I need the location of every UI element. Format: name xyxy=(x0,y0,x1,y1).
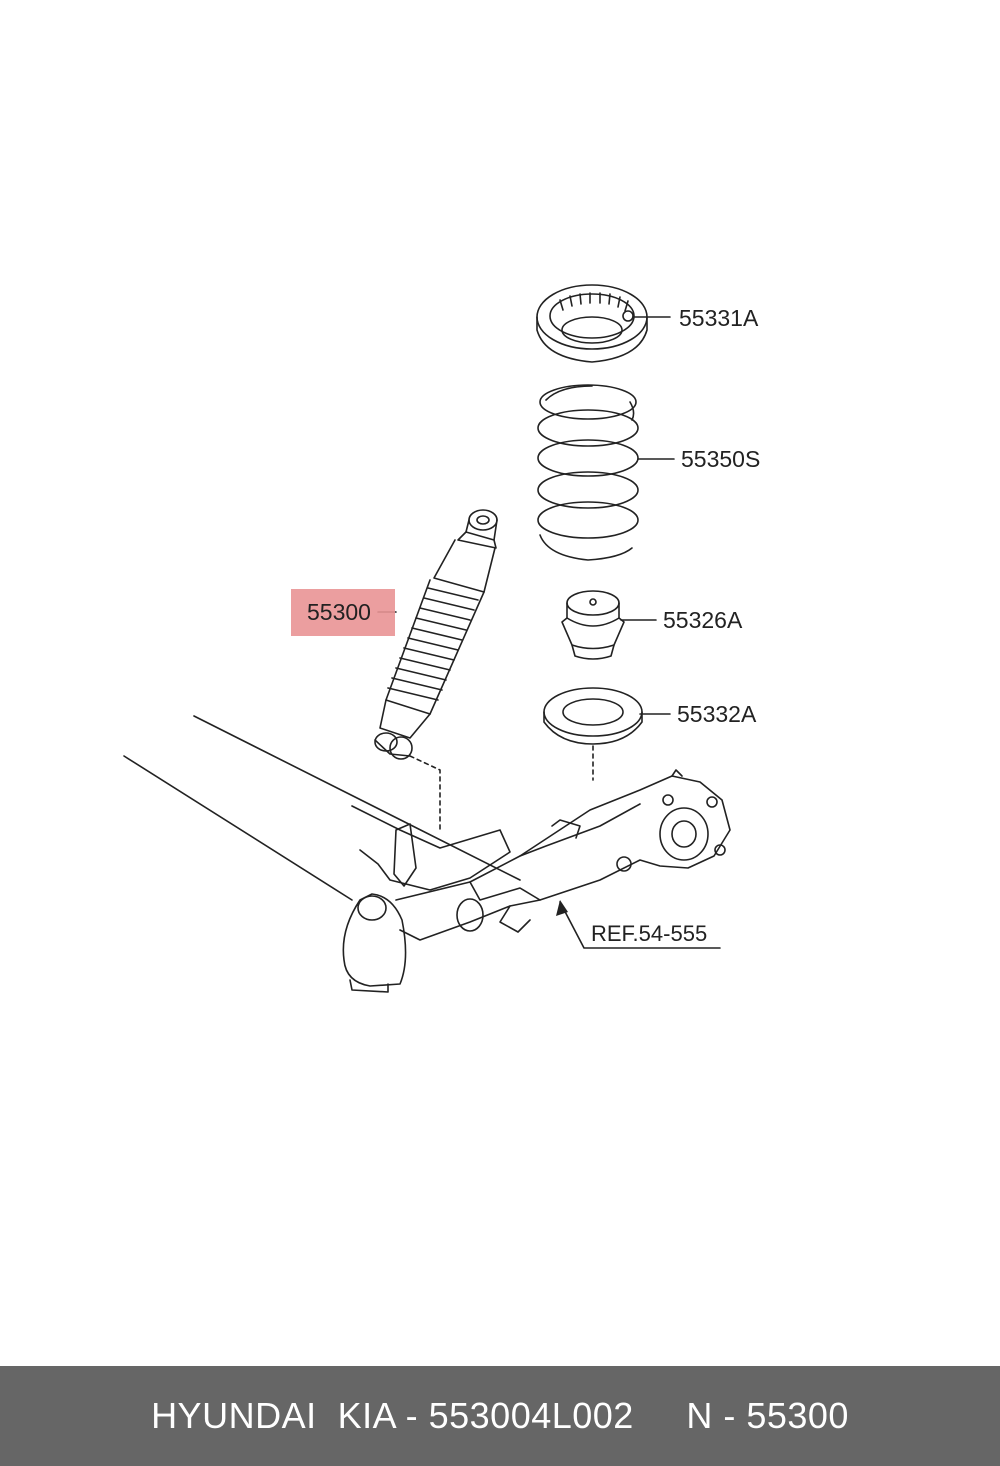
label-bump-stopper[interactable]: 55326A xyxy=(663,607,743,633)
footer-bar: HYUNDAI KIA - 553004L002 N - 55300 xyxy=(0,1366,1000,1466)
parts-diagram: 55331A 55350S 55300 55326A 55332A REF.54… xyxy=(123,284,760,993)
highlight-box xyxy=(291,589,395,636)
label-axle-reference[interactable]: REF.54-555 xyxy=(591,921,707,946)
label-top-mount[interactable]: 55331A xyxy=(679,305,759,331)
footer-part-numbers: HYUNDAI KIA - 553004L002 N - 55300 xyxy=(151,1395,849,1436)
leader-lines xyxy=(377,316,721,949)
label-coil-spring[interactable]: 55350S xyxy=(681,446,760,472)
reference-arrow-icon xyxy=(556,900,568,916)
coil-spring-part xyxy=(537,384,639,561)
shock-absorber-part xyxy=(374,509,498,831)
top-mount-part xyxy=(536,284,648,363)
label-shock-absorber[interactable]: 55300 xyxy=(307,599,371,625)
bump-stopper-part xyxy=(561,590,625,660)
label-lower-pad[interactable]: 55332A xyxy=(677,701,757,727)
rear-axle-part xyxy=(123,715,731,993)
lower-pad-part xyxy=(543,687,643,781)
